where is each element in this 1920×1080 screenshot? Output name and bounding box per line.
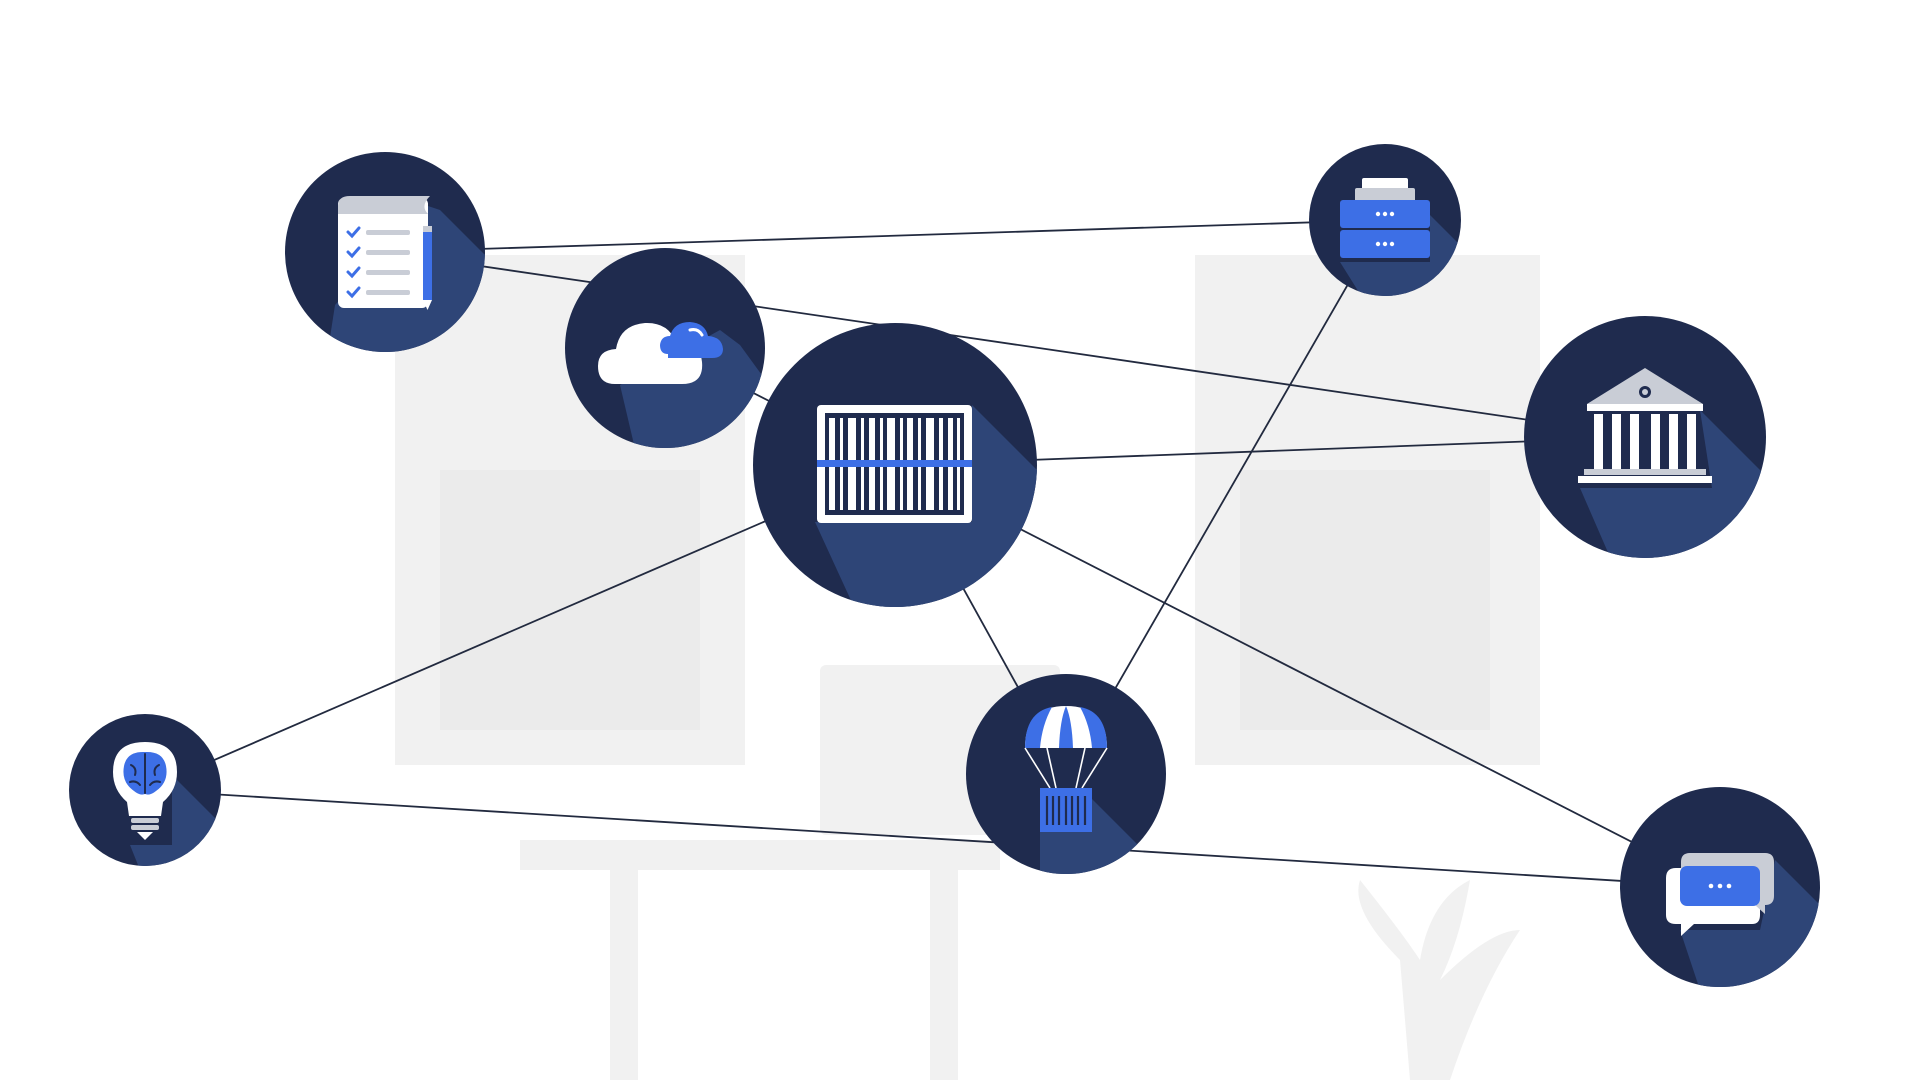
node-idea <box>69 714 221 866</box>
backdrop-chart-right <box>1240 470 1490 730</box>
chat-bubbles-icon <box>1666 853 1774 936</box>
edge-checklist-archive <box>384 219 1386 253</box>
checklist-document-icon <box>338 196 432 310</box>
node-cloud <box>565 248 765 448</box>
node-archive <box>1309 144 1461 296</box>
backdrop-chart-left <box>440 470 700 730</box>
backdrop-desk-top <box>520 840 1000 870</box>
node-chat <box>1620 787 1820 987</box>
lightbulb-brain-icon <box>113 742 177 840</box>
parachute-package-icon <box>1024 706 1108 832</box>
backdrop-desk-leg-left <box>610 870 638 1080</box>
edge-barcode-chat <box>894 464 1721 888</box>
archive-drawer-icon <box>1340 178 1430 258</box>
node-checklist <box>285 152 485 352</box>
edge-idea-chat <box>144 789 1721 888</box>
node-barcode <box>753 323 1037 607</box>
node-bank <box>1524 316 1766 558</box>
backdrop-desk-leg-right <box>930 870 958 1080</box>
backdrop-plant <box>1358 880 1520 1080</box>
bank-building-icon <box>1578 368 1712 483</box>
barcode-icon <box>817 405 972 523</box>
node-delivery <box>966 674 1166 874</box>
node-shadow <box>815 405 1037 607</box>
edge-archive-delivery <box>1065 219 1386 775</box>
cloud-icon <box>598 322 723 384</box>
